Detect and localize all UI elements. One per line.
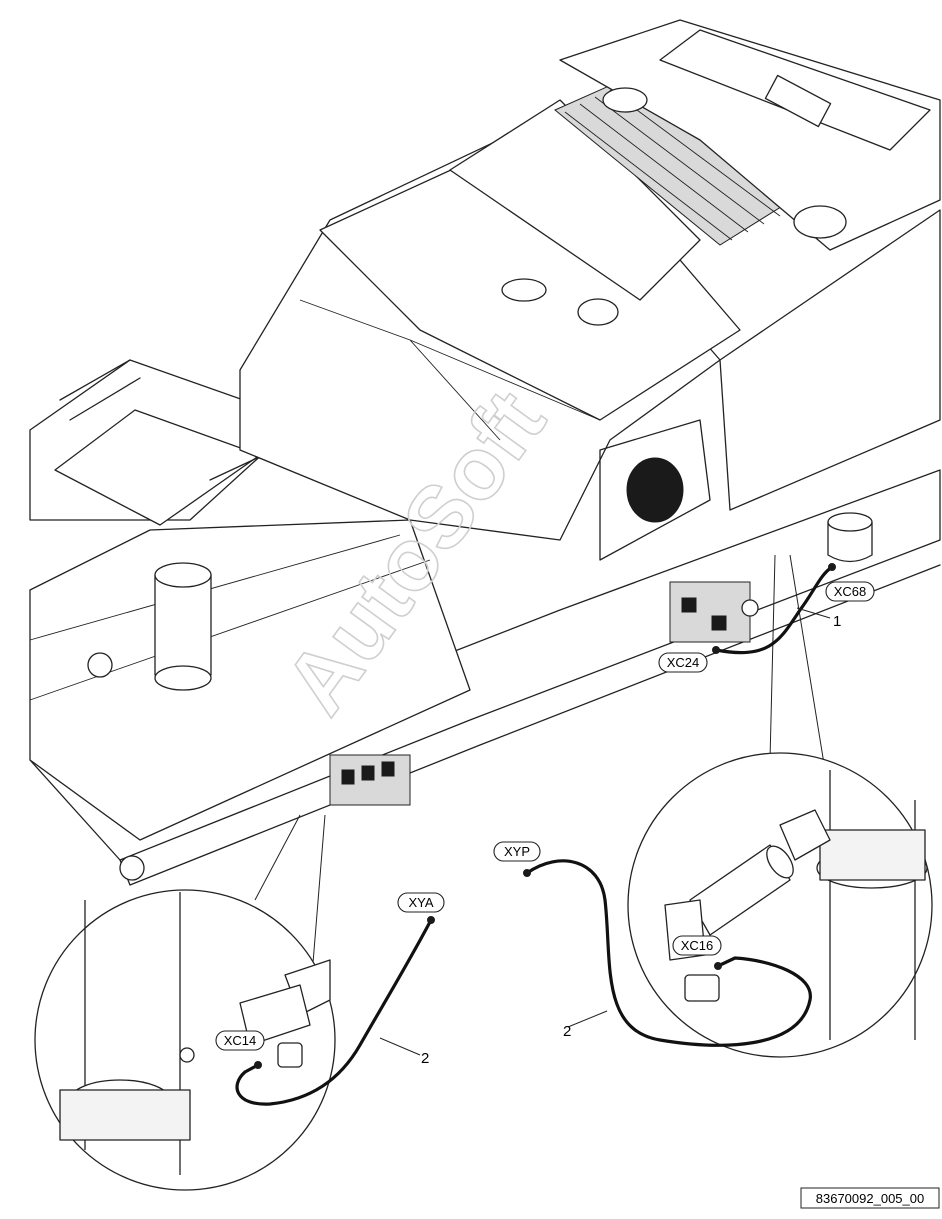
item-number-1: 1 bbox=[833, 613, 841, 630]
callout-xc14: XC14 bbox=[215, 1030, 265, 1051]
item-number-2-left: 2 bbox=[421, 1050, 429, 1067]
cable-1 bbox=[714, 565, 834, 655]
drawing-id: 83670092_005_00 bbox=[800, 1187, 940, 1209]
item-leaders bbox=[379, 607, 831, 1056]
callout-xya-label: XYA bbox=[408, 895, 433, 910]
callout-xc16: XC16 bbox=[672, 935, 722, 956]
callout-xc68: XC68 bbox=[825, 581, 875, 602]
callout-xc14-label: XC14 bbox=[224, 1033, 257, 1048]
callout-xyp-label: XYP bbox=[504, 844, 530, 859]
callout-xc24-label: XC24 bbox=[667, 655, 700, 670]
callout-xc68-label: XC68 bbox=[834, 584, 867, 599]
cables bbox=[235, 563, 836, 1106]
machine-body bbox=[29, 19, 941, 886]
callout-xc16-label: XC16 bbox=[681, 938, 714, 953]
callout-xyp: XYP bbox=[493, 841, 541, 862]
item-number-2-right: 2 bbox=[563, 1023, 571, 1040]
drawing-id-label: 83670092_005_00 bbox=[816, 1191, 924, 1206]
callout-xc24: XC24 bbox=[658, 652, 708, 673]
detail-view-left bbox=[34, 814, 336, 1191]
cable-2-left bbox=[235, 918, 433, 1106]
callout-xya: XYA bbox=[397, 892, 445, 913]
cable-2-right bbox=[525, 859, 812, 1047]
